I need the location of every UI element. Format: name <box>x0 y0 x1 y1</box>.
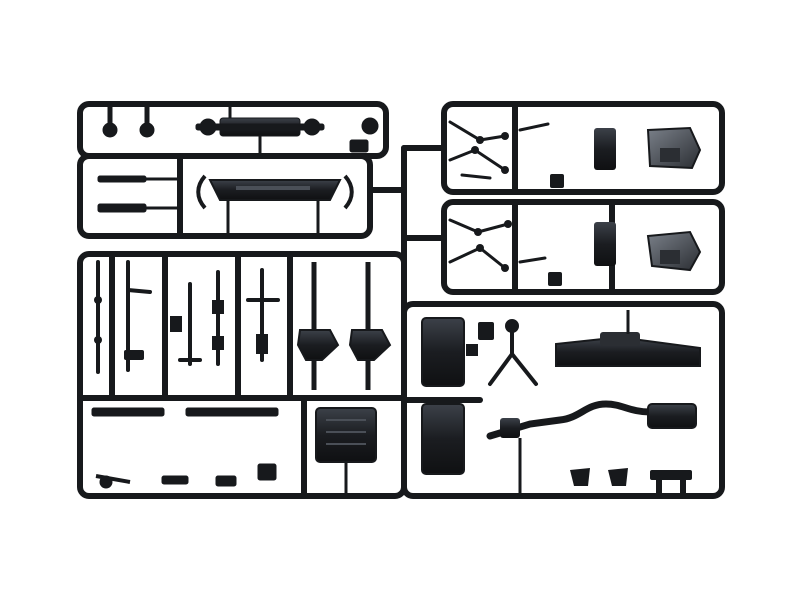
linkage-joints <box>471 132 564 286</box>
fuel-tank-parts <box>421 317 465 475</box>
spare-mount-part <box>466 322 494 356</box>
tripod-stand-part <box>488 319 538 386</box>
bracket-parts <box>570 468 692 496</box>
axle-parts <box>97 103 379 213</box>
exhaust-pipe-part <box>486 400 697 496</box>
lower-left-parts <box>91 407 279 489</box>
battery-box-part <box>315 407 377 496</box>
gearbox-parts <box>594 126 702 272</box>
frame-crossmember-part <box>196 174 354 236</box>
bumper-part <box>555 310 701 367</box>
small-fittings <box>94 296 268 360</box>
shock-absorber-parts <box>296 262 392 390</box>
sprue-frame <box>77 101 725 499</box>
